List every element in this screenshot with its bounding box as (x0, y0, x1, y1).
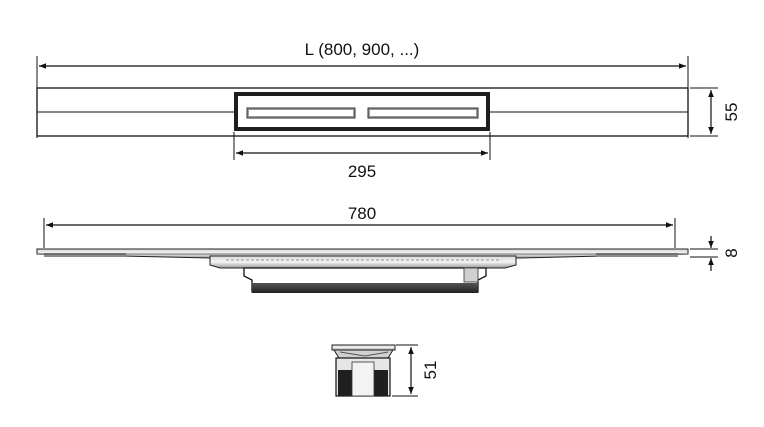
section-grate (333, 349, 394, 359)
channel-outlet-detail (463, 267, 479, 283)
body-height-label: 51 (421, 361, 440, 380)
side-length-label: 780 (348, 204, 376, 223)
top-length-label: L (800, 900, ...) (305, 40, 420, 59)
section-wall-left (338, 370, 352, 396)
grate-housing (209, 255, 517, 269)
cross-section-view: 51 (331, 344, 440, 397)
side-thickness-label: 8 (722, 248, 741, 257)
side-view: 780 8 (36, 204, 741, 293)
section-grate-detail (339, 351, 389, 357)
channel-bottom (252, 283, 478, 293)
flange-edge-left (44, 253, 126, 257)
grate-width-label: 295 (348, 162, 376, 181)
section-center (351, 361, 375, 397)
grate-slot-left-inner (249, 110, 353, 116)
grate-slot-right-inner (370, 110, 476, 116)
flange-edge-right (596, 253, 678, 257)
top-height-label: 55 (722, 103, 741, 122)
section-flange (331, 344, 396, 351)
section-wall-right (374, 370, 388, 396)
top-view: L (800, 900, ...) 55 295 (36, 40, 741, 181)
